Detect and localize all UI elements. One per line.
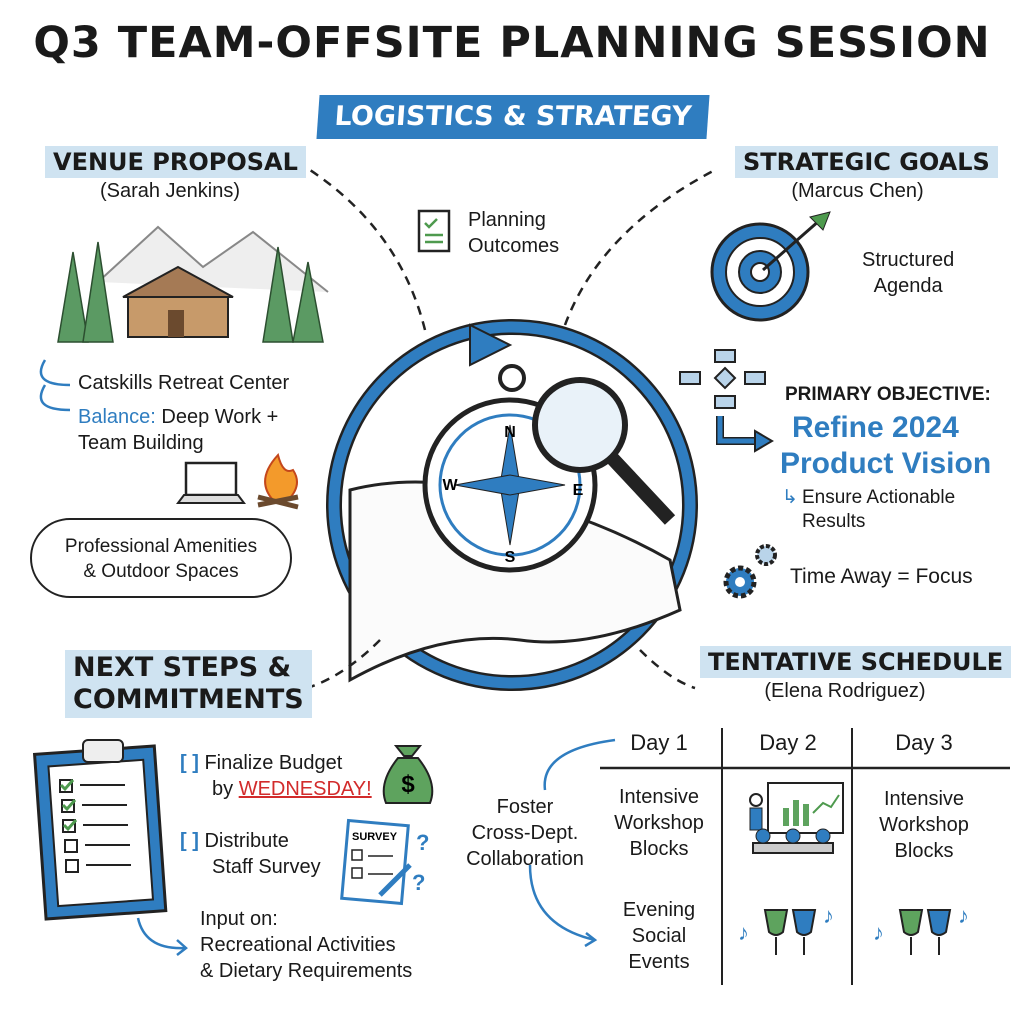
target-icon <box>710 211 831 322</box>
compass-n: N <box>504 424 516 441</box>
objective-line-2: Product Vision <box>780 447 992 480</box>
side-note-line: Foster <box>496 796 554 818</box>
side-note-line: Collaboration <box>466 848 584 870</box>
deadline-emphasis: WEDNESDAY! <box>238 778 372 800</box>
svg-text:?: ? <box>416 830 429 855</box>
input-line-1: Input on: <box>200 908 278 930</box>
cycle-arrow-icon <box>469 323 513 367</box>
laptop-campfire-icon <box>176 452 299 510</box>
cell-line: Workshop <box>614 812 704 834</box>
checklist-clipboard-icon <box>32 739 168 921</box>
gears-icon <box>723 544 777 599</box>
todo-budget[interactable]: [ ] Finalize Budget by WEDNESDAY! <box>180 750 372 802</box>
checkbox-icon[interactable]: [ ] <box>180 752 199 774</box>
todo-survey-line-2: Staff Survey <box>212 856 321 878</box>
svg-text:♪: ♪ <box>958 903 969 928</box>
day-3-morning: Intensive Workshop Blocks <box>854 786 994 864</box>
objective-text: Refine 2024 Product Vision <box>780 410 991 482</box>
cell-line: Intensive <box>883 788 965 810</box>
cheers-glasses-icon: ♪♪ <box>873 903 969 955</box>
cheers-glasses-icon: ♪♪ <box>738 903 834 955</box>
objective-label: PRIMARY OBJECTIVE: <box>785 384 991 405</box>
goals-owner: (Marcus Chen) <box>791 180 924 202</box>
svg-text:♪: ♪ <box>873 920 884 945</box>
venue-heading: VENUE PROPOSAL <box>45 146 306 178</box>
structured-agenda: Structured Agenda <box>862 247 954 299</box>
next-steps-heading-line-2: COMMITMENTS <box>73 684 304 715</box>
next-steps-heading-line-1: NEXT STEPS & <box>73 652 292 683</box>
svg-text:$: $ <box>401 771 415 798</box>
day-1-evening: Evening Social Events <box>598 897 720 975</box>
svg-text:?: ? <box>412 870 425 895</box>
cell-line: Evening <box>622 899 696 921</box>
cell-line: Blocks <box>894 840 954 862</box>
meeting-presentation-icon <box>749 782 844 854</box>
schedule-arrow-down <box>528 864 596 942</box>
balance-text: Deep Work + <box>161 406 279 428</box>
cabin-forest-illustration <box>57 225 329 343</box>
page-title: Q3 TEAM-OFFSITE PLANNING SESSION <box>33 18 991 68</box>
schedule-arrow-up <box>543 738 616 791</box>
cell-line: Intensive <box>618 786 700 808</box>
focus-text: Time Away = Focus <box>790 565 973 588</box>
survey-label: SURVEY <box>352 831 398 843</box>
schedule-owner: (Elena Rodriguez) <box>764 680 926 702</box>
next-steps-heading: NEXT STEPS & COMMITMENTS <box>65 650 312 718</box>
result-line-2: Results <box>802 511 866 532</box>
objective-line-1: Refine 2024 <box>792 411 959 444</box>
cell-line: Social <box>631 925 687 947</box>
amenities-line-1: Professional Amenities <box>64 536 258 557</box>
flowchart-icon <box>679 349 774 453</box>
cell-line: Blocks <box>629 838 689 860</box>
money-bag-icon: $ <box>382 745 434 804</box>
day-3-header: Day 3 <box>895 730 953 755</box>
input-line-2: Recreational Activities <box>200 934 396 956</box>
agenda-line-1: Structured <box>862 249 955 271</box>
amenities-line-2: & Outdoor Spaces <box>83 561 239 582</box>
result-text: ↳ Ensure Actionable Results <box>782 486 956 534</box>
svg-text:♪: ♪ <box>823 903 834 928</box>
svg-text:♪: ♪ <box>738 920 749 945</box>
arrow-to-goals <box>563 168 716 326</box>
todo-survey-line-1: Distribute <box>204 830 289 852</box>
result-line-1: Ensure Actionable <box>802 487 956 508</box>
todo-budget-line-1: Finalize Budget <box>204 752 343 774</box>
cell-line: Events <box>628 951 690 973</box>
amenities-cloud: Professional Amenities & Outdoor Spaces <box>30 518 292 598</box>
return-arrow-icon: ↳ <box>782 487 798 508</box>
day-1-header: Day 1 <box>630 730 688 755</box>
survey-icon: SURVEY ? ? <box>340 818 429 906</box>
arrow-to-schedule <box>639 649 696 690</box>
compass-w: W <box>442 477 458 494</box>
todo-budget-prefix: by <box>212 778 234 800</box>
venue-owner: (Sarah Jenkins) <box>99 180 241 202</box>
arrow-to-venue <box>309 168 427 331</box>
checkbox-icon[interactable]: [ ] <box>180 830 199 852</box>
todo-survey[interactable]: [ ] Distribute Staff Survey <box>180 828 321 880</box>
compass-s: S <box>505 549 516 566</box>
curved-arrow-icon <box>39 359 71 412</box>
schedule-heading: TENTATIVE SCHEDULE <box>700 646 1012 678</box>
goals-heading: STRATEGIC GOALS <box>735 146 998 178</box>
side-note-line: Cross-Dept. <box>471 822 579 844</box>
input-line-3: & Dietary Requirements <box>200 960 413 982</box>
schedule-side-note: Foster Cross-Dept. Collaboration <box>455 794 595 872</box>
curved-arrow-icon <box>136 917 188 956</box>
compass-e: E <box>573 482 584 499</box>
input-request: Input on: Recreational Activities & Diet… <box>200 906 412 984</box>
venue-location: Catskills Retreat Center <box>78 372 290 394</box>
day-1-morning: Intensive Workshop Blocks <box>598 784 720 862</box>
balance-text-2: Team Building <box>78 432 204 454</box>
day-2-header: Day 2 <box>759 730 817 755</box>
cell-line: Workshop <box>879 814 969 836</box>
clipboard-icon <box>417 209 451 253</box>
planning-outcomes-label: Planning Outcomes <box>468 209 560 257</box>
agenda-line-2: Agenda <box>873 275 943 297</box>
balance-label: Balance: <box>78 406 156 428</box>
